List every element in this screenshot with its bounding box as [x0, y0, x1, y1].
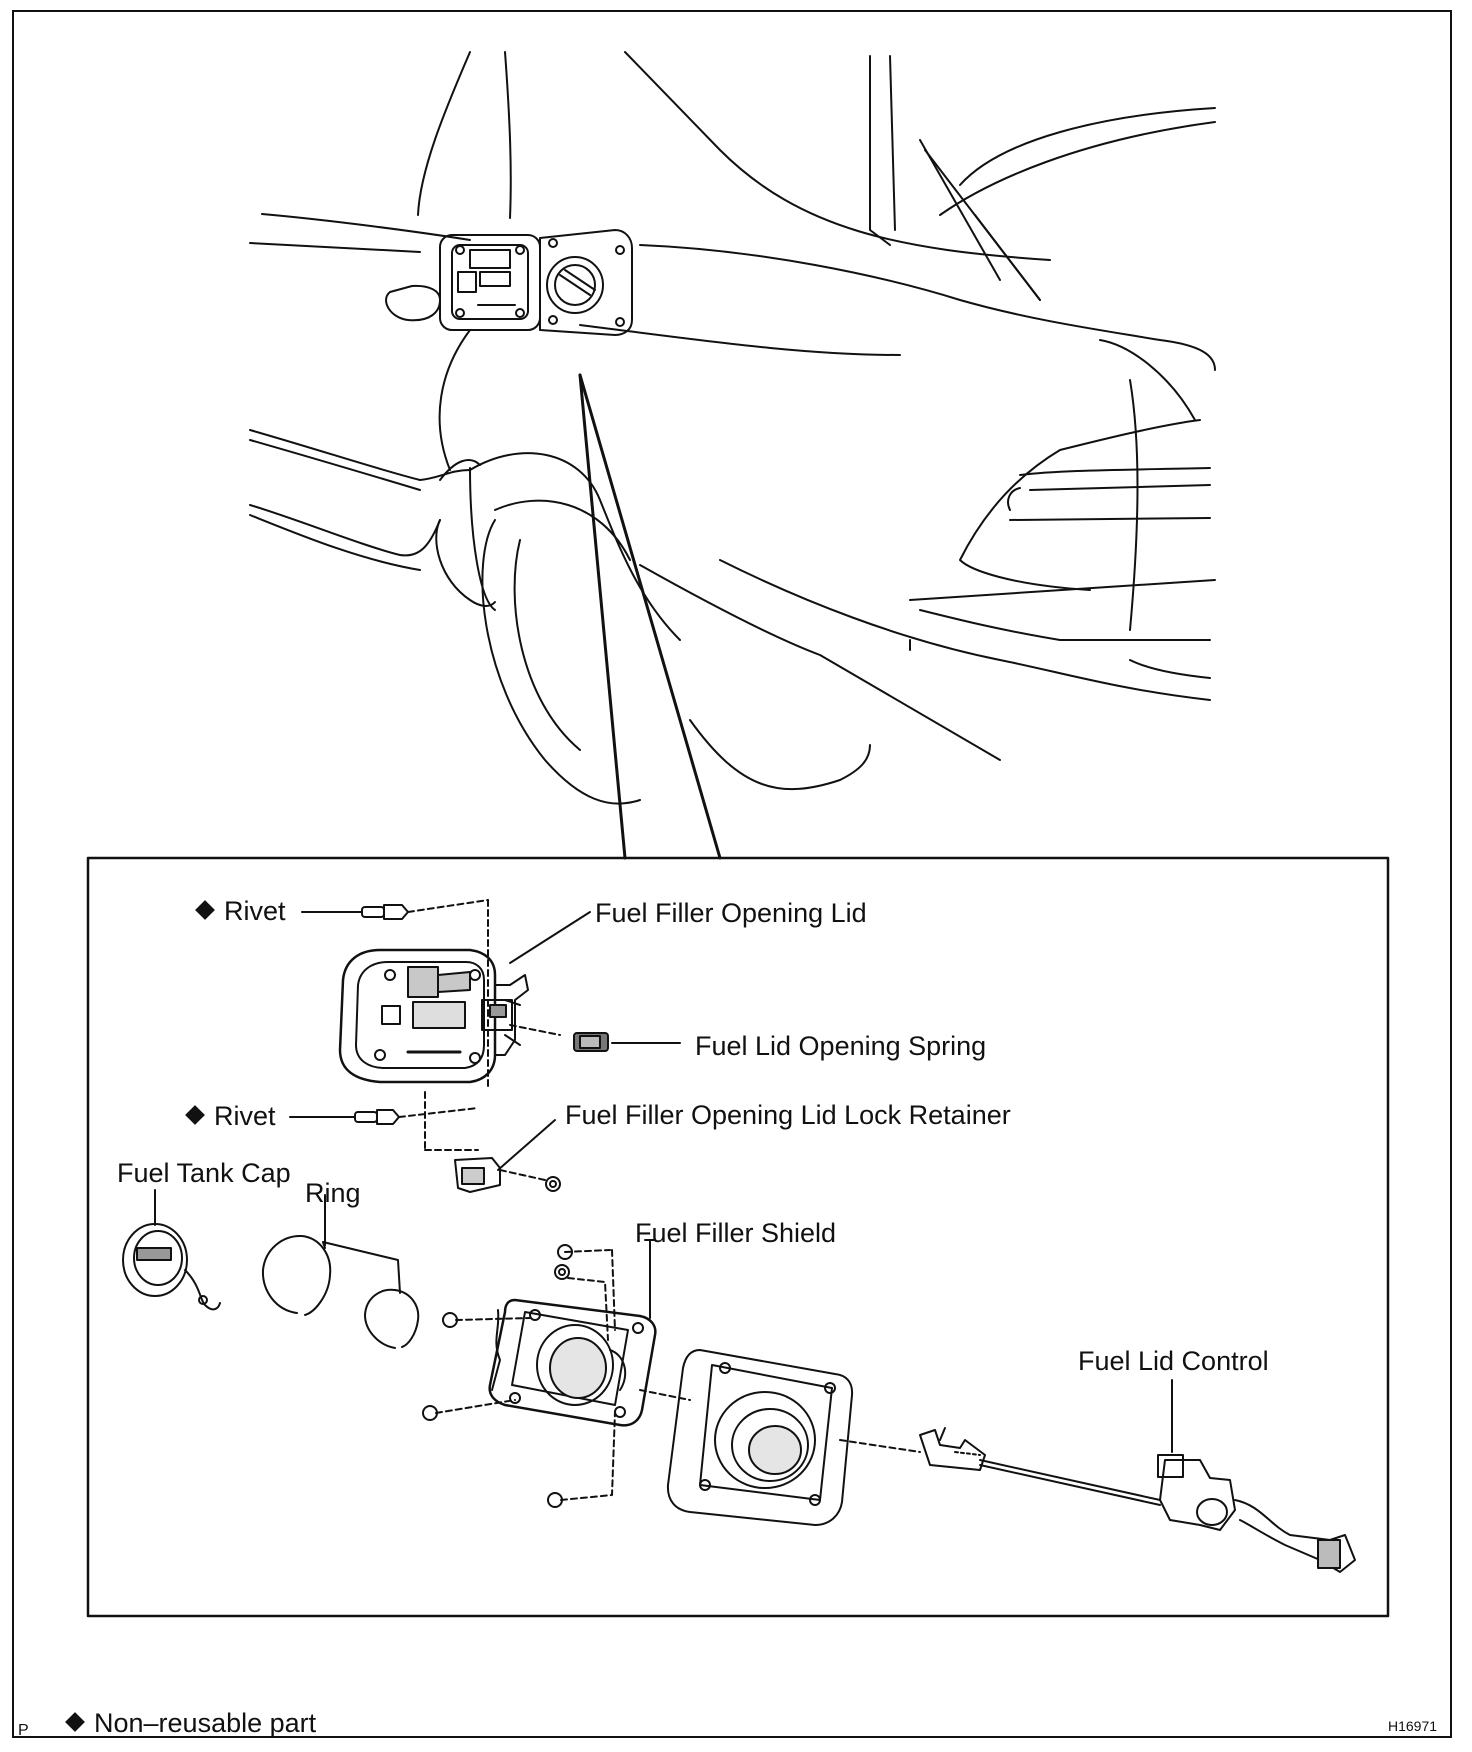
- footer-left-code: P: [18, 1722, 29, 1739]
- figure-frame: [12, 10, 1452, 1738]
- fuel-lid-control-part: [919, 1379, 1356, 1573]
- fuel-filler-housing-part: [639, 1349, 921, 1526]
- legend-text: Non–reusable part: [94, 1708, 317, 1738]
- rivet-bottom-part: [289, 1107, 479, 1125]
- fuel-lid-opening-spring-part: [573, 1032, 681, 1052]
- fuel-filler-shield-label: Fuel Filler Shield: [635, 1218, 837, 1248]
- fuel-filler-opening-lid-part: [338, 911, 591, 1084]
- rivet-bottom-label: Rivet: [185, 1103, 276, 1130]
- diamond-icon: [65, 1711, 85, 1732]
- detail-box: [86, 856, 1390, 1618]
- rivet-top-part: [301, 899, 489, 1091]
- fuel-filler-shield-part: [422, 1239, 657, 1508]
- fuel-filler-opening-lid-lock-retainer-label: Fuel Filler Opening Lid Lock Retainer: [565, 1100, 1011, 1130]
- callout-line-left: [578, 373, 627, 860]
- callout-line-right: [578, 373, 722, 860]
- fuel-tank-cap-label: Fuel Tank Cap: [117, 1158, 291, 1188]
- fuel-filler-opening-lid-label: Fuel Filler Opening Lid: [595, 898, 867, 928]
- diamond-icon: [185, 1104, 205, 1125]
- figure-id: H16971: [1388, 1718, 1438, 1734]
- ring-part: [261, 1194, 420, 1349]
- car-body-illustration: [249, 51, 1216, 805]
- ring-label: Ring: [305, 1178, 361, 1208]
- fuel-lid-control-label: Fuel Lid Control: [1078, 1346, 1269, 1376]
- legend: Non–reusable part: [65, 1708, 317, 1738]
- diamond-icon: [195, 899, 215, 920]
- fuel-tank-cap-part: [122, 1189, 221, 1311]
- rivet-top-label: Rivet: [195, 898, 286, 925]
- fuel-lid-opening-spring-label: Fuel Lid Opening Spring: [695, 1031, 987, 1061]
- fuel-filler-opening-lid-lock-retainer-part: [424, 1091, 561, 1193]
